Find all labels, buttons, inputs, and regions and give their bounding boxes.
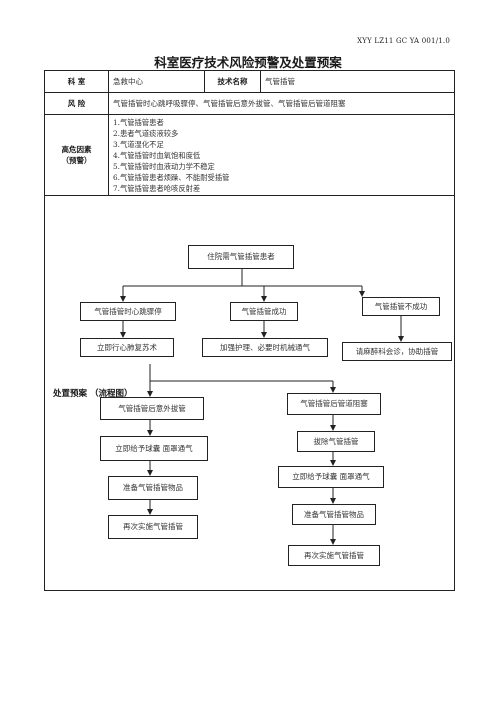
high-risk-label-line2: （预警） — [61, 156, 92, 165]
department-label: 科 室 — [44, 70, 109, 93]
document-code: XYY LZ11 GC YA 001/1.0 — [357, 37, 450, 45]
factor-item: 3.气道湿化不足 — [113, 139, 164, 149]
cpr-node: 立即行心肺复苏术 — [80, 338, 174, 357]
block-bag-mask-node: 立即给予球囊 面罩通气 — [278, 466, 384, 488]
risk-label: 风 险 — [44, 92, 109, 115]
nursing-ventilation-node: 加强护理、必要时机械通气 — [202, 338, 328, 357]
anesthesia-consult-node: 请麻醉科会诊，协助插管 — [342, 342, 452, 361]
cardiac-arrest-node: 气管插管时心跳骤停 — [80, 302, 176, 321]
high-risk-label-line1: 高危因素 — [61, 145, 92, 154]
risk-form-table: 科 室 急救中心 技术名称 气管插管 风 险 气管插管时心跳呼吸骤停、气管插管后… — [44, 70, 455, 591]
factor-item: 6.气管插管患者烦躁、不能耐受插管 — [113, 172, 230, 182]
accidental-extubation-node: 气管插管后意外拔管 — [100, 397, 204, 420]
high-risk-factors-cell: 1.气管插管患者 2.患者气道痰液较多 3.气道湿化不足 4.气管插管时血氧饱和… — [108, 114, 455, 196]
document-title: 科室医疗技术风险预警及处置预案 — [154, 55, 342, 70]
risk-value: 气管插管时心跳呼吸骤停、气管插管后意外拔管、气管插管后管道阻塞 — [108, 92, 455, 115]
factor-item: 5.气管插管时血液动力学不稳定 — [113, 161, 215, 171]
flowchart-connectors — [120, 268, 404, 545]
plan-heading: 处置预案 （流程图） — [53, 389, 133, 399]
flowchart: 住院需气管插管患者 气管插管时心跳骤停 气管插管成功 气管插管不成功 立即行心肺… — [44, 226, 454, 616]
extub-prepare-node: 准备气管插管物品 — [108, 476, 198, 500]
technique-value: 气管插管 — [260, 70, 455, 93]
block-node: 气管插管后管道阻塞 — [287, 393, 381, 415]
intubation-failure-node: 气管插管不成功 — [362, 297, 440, 316]
factor-item: 1.气管插管患者 — [113, 117, 164, 127]
block-reintubate-node: 再次实施气管插管 — [288, 545, 380, 566]
technique-label: 技术名称 — [204, 70, 261, 93]
high-risk-label: 高危因素 （预警） — [44, 114, 109, 196]
row-department: 科 室 急救中心 技术名称 气管插管 — [44, 70, 455, 93]
block-prepare-node: 准备气管插管物品 — [292, 504, 376, 525]
factor-list: 1.气管插管患者 2.患者气道痰液较多 3.气道湿化不足 4.气管插管时血氧饱和… — [113, 117, 450, 194]
factor-item: 7.气管插管患者呛咳反射差 — [113, 183, 201, 193]
extub-reintubate-node: 再次实施气管插管 — [108, 515, 198, 539]
factor-item: 2.患者气道痰液较多 — [113, 128, 179, 138]
block-remove-tube-node: 拔除气管插管 — [297, 431, 375, 452]
extub-bag-mask-node: 立即给予球囊 面罩通气 — [100, 436, 208, 461]
intubation-success-node: 气管插管成功 — [230, 302, 298, 321]
factor-item: 4.气管插管时血氧饱和度低 — [113, 150, 201, 160]
row-high-risk-factors: 高危因素 （预警） 1.气管插管患者 2.患者气道痰液较多 3.气道湿化不足 4… — [44, 114, 455, 196]
row-risk: 风 险 气管插管时心跳呼吸骤停、气管插管后意外拔管、气管插管后管道阻塞 — [44, 92, 455, 115]
start-node: 住院需气管插管患者 — [188, 245, 294, 269]
department-value: 急救中心 — [108, 70, 205, 93]
